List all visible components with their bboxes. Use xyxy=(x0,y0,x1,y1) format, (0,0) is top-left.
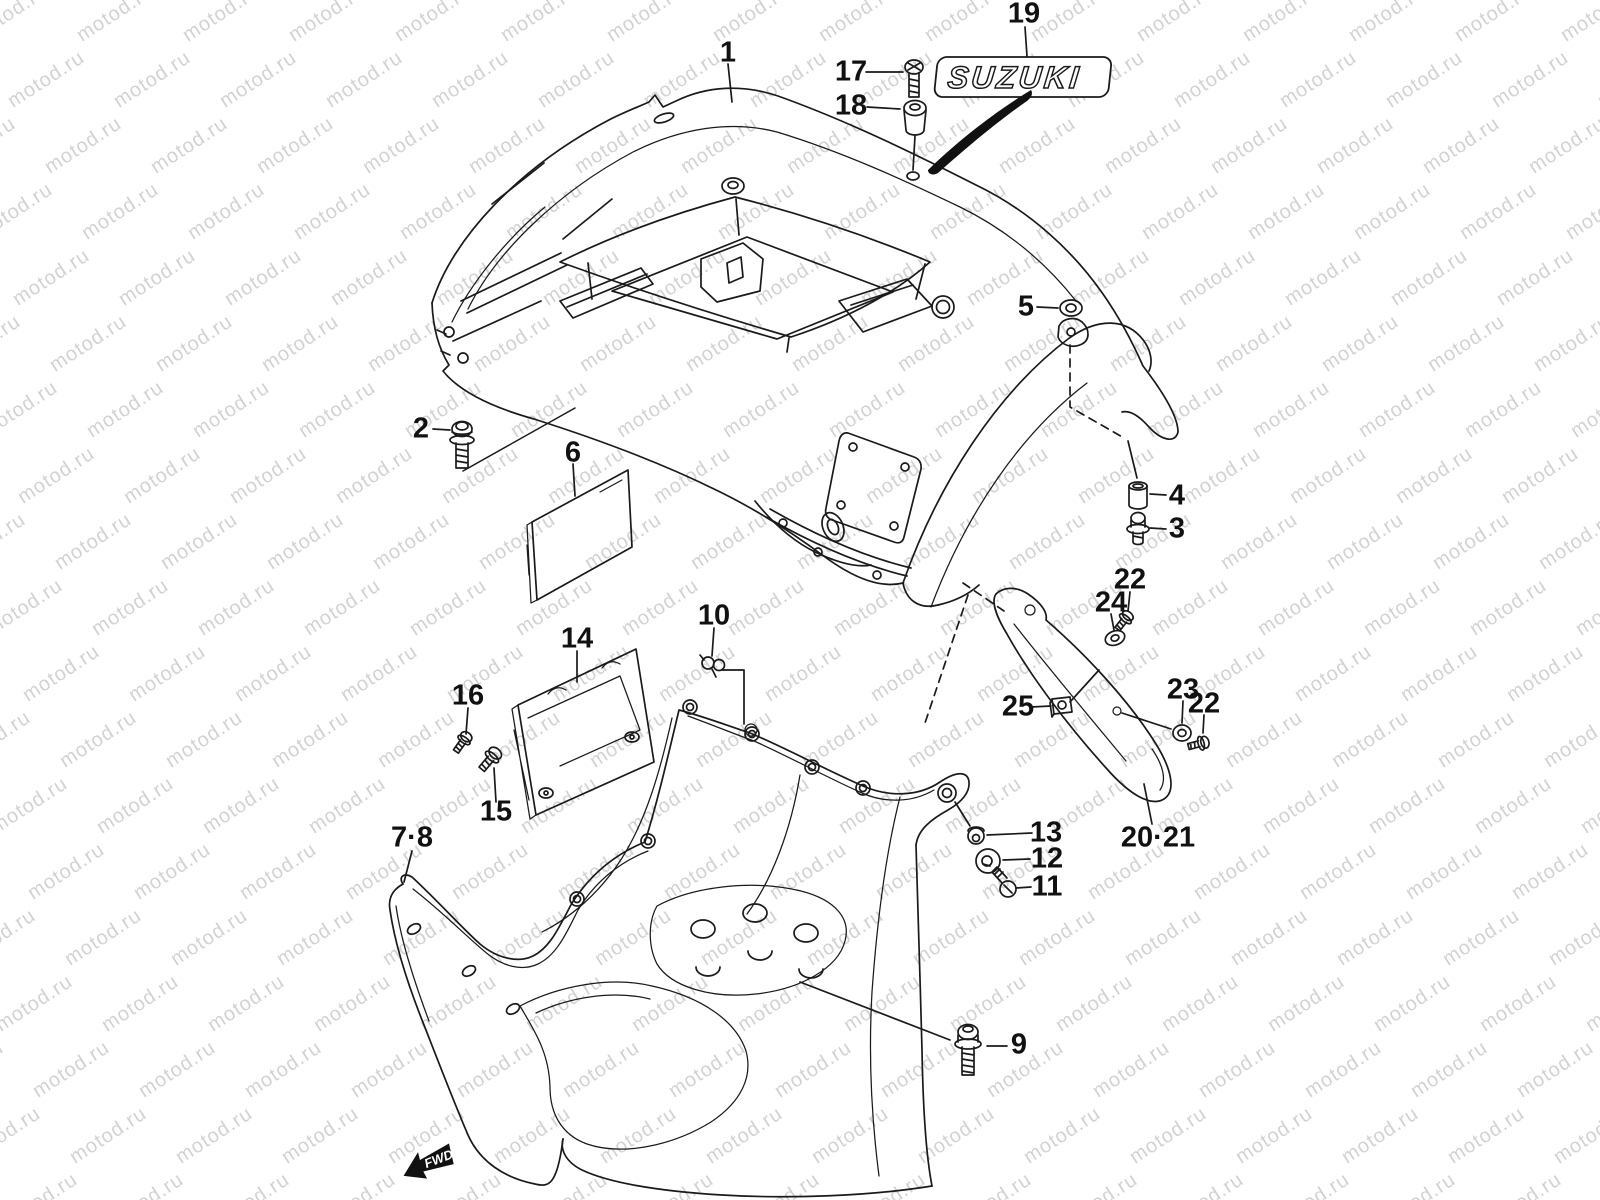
callout-16: 16 xyxy=(451,679,485,712)
washer-24 xyxy=(1104,629,1126,647)
callout-19: 19 xyxy=(1007,0,1041,30)
assembly-dashed-lines xyxy=(924,344,1125,724)
callout-7-8: 7·8 xyxy=(391,821,433,854)
fender-access-panel xyxy=(824,432,922,544)
fender-left-flange-holes xyxy=(436,326,469,364)
washer-23 xyxy=(1172,724,1192,742)
screw-15 xyxy=(478,746,503,773)
lower-panel-part xyxy=(388,699,970,1198)
cover-14 xyxy=(511,648,655,820)
grommet-5 xyxy=(1057,299,1089,347)
callout-17: 17 xyxy=(834,55,868,88)
suzuki-emblem-text: SUZUKI xyxy=(946,60,1083,95)
callout-20-21: 20·21 xyxy=(1120,821,1196,854)
screw-22-right xyxy=(1186,735,1210,751)
cap-13 xyxy=(967,826,985,845)
callout-22: 22 xyxy=(1113,563,1147,596)
callout-11: 11 xyxy=(1031,870,1063,903)
callout-18: 18 xyxy=(834,89,868,122)
callout-13: 13 xyxy=(1029,816,1063,849)
callout-10: 10 xyxy=(697,599,731,632)
bolt-2 xyxy=(449,407,576,472)
callout-24: 24 xyxy=(1094,586,1128,619)
screw-22-top xyxy=(1114,609,1135,632)
pad-dimples xyxy=(690,903,824,979)
bolt-9 xyxy=(954,1023,982,1076)
callout-9: 9 xyxy=(1010,1028,1028,1061)
bolt-3 xyxy=(1126,511,1150,546)
callout-2: 2 xyxy=(412,412,430,445)
washer-12 xyxy=(975,848,1001,874)
callout-4: 4 xyxy=(1168,479,1186,512)
callout-23: 23 xyxy=(1166,673,1200,706)
clip-10 xyxy=(699,654,726,678)
callout-1: 1 xyxy=(719,36,737,69)
screw-16 xyxy=(452,730,473,755)
spacer-4 xyxy=(1128,481,1148,510)
fastener-18 xyxy=(903,99,927,181)
emblem-swoosh xyxy=(928,90,1032,175)
fender-latch-detail xyxy=(754,500,912,580)
callout-3: 3 xyxy=(1168,512,1186,545)
leader-lines xyxy=(403,26,1205,1047)
screw-11 xyxy=(991,866,1017,898)
suzuki-emblem: SUZUKI xyxy=(928,56,1113,175)
fender-cargo-box xyxy=(452,112,955,353)
rear-fender-part xyxy=(431,87,1179,608)
callout-6: 6 xyxy=(564,436,582,469)
sheet-6 xyxy=(526,469,633,604)
callout-14: 14 xyxy=(560,622,594,655)
nut-25 xyxy=(1049,696,1073,718)
screw-17 xyxy=(904,59,924,98)
callout-22: 22 xyxy=(1187,687,1221,720)
callout-5: 5 xyxy=(1017,290,1035,323)
callout-25: 25 xyxy=(1001,690,1035,723)
mud-flap-part xyxy=(993,587,1172,803)
callout-12: 12 xyxy=(1030,842,1064,875)
callout-15: 15 xyxy=(479,795,513,828)
